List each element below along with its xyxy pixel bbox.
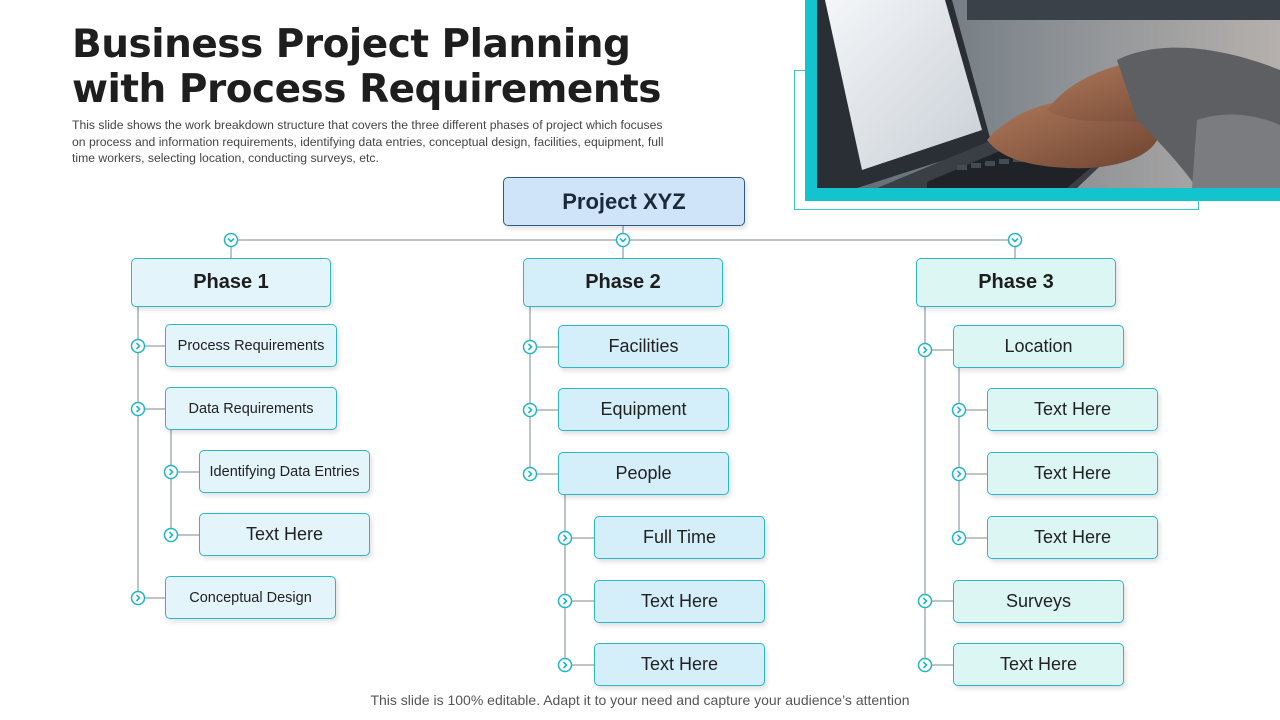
chevron-right-icon (951, 466, 967, 482)
chevron-right-icon (130, 338, 146, 354)
slide-title: Business Project Planning with Process R… (72, 22, 662, 112)
surveys-node[interactable]: Surveys (953, 580, 1124, 623)
chevron-right-icon (522, 466, 538, 482)
slide-description: This slide shows the work breakdown stru… (72, 118, 664, 165)
slide-title-line-2: with Process Requirements (72, 67, 662, 112)
chevron-right-icon (557, 657, 573, 673)
chevron-right-icon (557, 530, 573, 546)
chevron-right-icon (917, 593, 933, 609)
laptop-typing-photo (817, 0, 1280, 188)
root-node-project[interactable]: Project XYZ (503, 177, 745, 226)
chevron-right-icon (130, 590, 146, 606)
slide-footer-note: This slide is 100% editable. Adapt it to… (370, 692, 910, 708)
chevron-right-icon (951, 402, 967, 418)
identifying-data-entries-node[interactable]: Identifying Data Entries (199, 450, 370, 493)
full-time-node[interactable]: Full Time (594, 516, 765, 559)
chevron-right-icon (917, 657, 933, 673)
laptop-typing-illustration (817, 0, 1280, 188)
chevron-right-icon (951, 530, 967, 546)
chevron-down-icon (223, 232, 239, 248)
phase-1-text-here-node[interactable]: Text Here (199, 513, 370, 556)
chevron-right-icon (163, 527, 179, 543)
data-requirements-node[interactable]: Data Requirements (165, 387, 337, 430)
equipment-node[interactable]: Equipment (558, 388, 729, 431)
chevron-right-icon (130, 401, 146, 417)
process-requirements-node[interactable]: Process Requirements (165, 324, 337, 367)
phase-2-text-here-node-1[interactable]: Text Here (594, 580, 765, 623)
phase-3-node[interactable]: Phase 3 (916, 258, 1116, 307)
phase-2-node[interactable]: Phase 2 (523, 258, 723, 307)
chevron-right-icon (522, 339, 538, 355)
chevron-down-icon (1007, 232, 1023, 248)
phase-3-text-here-node-2[interactable]: Text Here (987, 452, 1158, 495)
people-node[interactable]: People (558, 452, 729, 495)
phase-3-text-here-node-3[interactable]: Text Here (987, 516, 1158, 559)
facilities-node[interactable]: Facilities (558, 325, 729, 368)
chevron-right-icon (163, 464, 179, 480)
phase-1-node[interactable]: Phase 1 (131, 258, 331, 307)
phase-2-text-here-node-2[interactable]: Text Here (594, 643, 765, 686)
phase-3-text-here-node-1[interactable]: Text Here (987, 388, 1158, 431)
phase-3-text-here-node-4[interactable]: Text Here (953, 643, 1124, 686)
chevron-right-icon (917, 342, 933, 358)
chevron-right-icon (557, 593, 573, 609)
location-node[interactable]: Location (953, 325, 1124, 368)
slide-title-line-1: Business Project Planning (72, 22, 631, 67)
chevron-down-icon (615, 232, 631, 248)
conceptual-design-node[interactable]: Conceptual Design (165, 576, 336, 619)
chevron-right-icon (522, 402, 538, 418)
